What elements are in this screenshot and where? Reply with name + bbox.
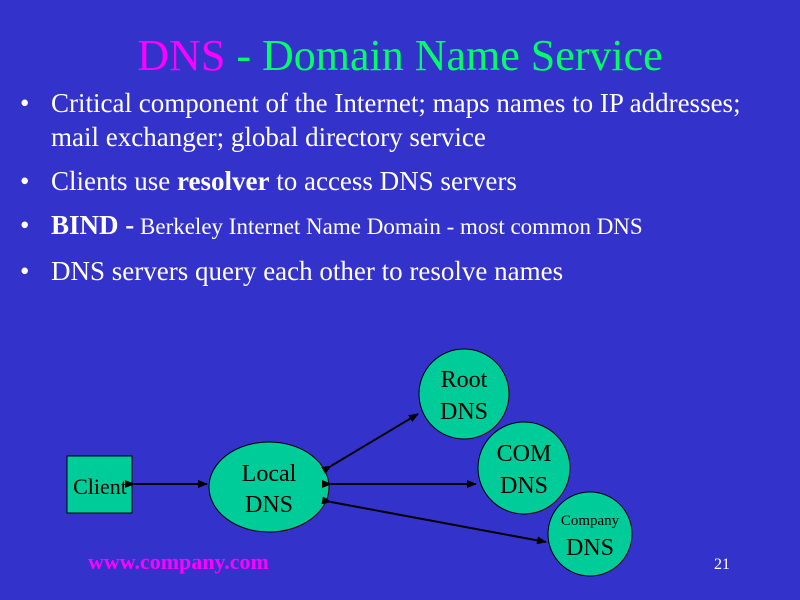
root-dns-node: [418, 348, 510, 440]
root-dns-label-2: DNS: [440, 399, 488, 425]
arrow-local-company: [321, 496, 547, 545]
page-number: 21: [714, 556, 730, 573]
slide-title: DNS - Domain Name Service: [0, 30, 800, 82]
footer-url: www.company.com: [88, 549, 269, 574]
local-dns-label-1: Local: [242, 461, 297, 487]
local-dns-label-2: DNS: [245, 492, 293, 518]
root-dns-label-1: Root: [441, 367, 488, 393]
com-dns-node: [477, 421, 571, 515]
bullet-item: • Clients use resolver to access DNS ser…: [18, 164, 788, 198]
bullet-dot: •: [20, 166, 30, 196]
local-dns-node: [208, 441, 330, 533]
com-dns-label-1: COM: [497, 441, 552, 467]
company-dns-label-2: DNS: [566, 535, 614, 561]
bullet-list: • Critical component of the Internet; ma…: [18, 86, 788, 298]
bullet-text-bold: resolver: [177, 166, 270, 196]
company-dns-node: [547, 491, 633, 577]
bullet-dot: •: [20, 88, 30, 118]
bullet-dot: •: [20, 256, 30, 286]
bullet-dot: •: [20, 210, 30, 240]
bullet-text-post: to access DNS servers: [269, 166, 517, 196]
company-dns-label-1: Company: [561, 513, 620, 529]
title-dns: DNS: [137, 31, 226, 80]
bullet-text: DNS servers query each other to resolve …: [51, 256, 564, 286]
bullet-text: Critical component of the Internet; maps…: [51, 88, 741, 152]
bullet-text-pre: Clients use: [51, 166, 177, 196]
bullet-item: • DNS servers query each other to resolv…: [18, 254, 788, 288]
arrow-local-root: [321, 413, 419, 475]
bullet-text-bold: BIND -: [51, 210, 135, 240]
title-rest: - Domain Name Service: [236, 31, 663, 80]
client-label: Client: [73, 474, 127, 499]
bullet-item: • BIND - Berkeley Internet Name Domain -…: [18, 208, 788, 244]
bullet-item: • Critical component of the Internet; ma…: [18, 86, 788, 154]
bullet-text-small: Berkeley Internet Name Domain - most com…: [134, 214, 643, 239]
com-dns-label-2: DNS: [500, 473, 548, 499]
